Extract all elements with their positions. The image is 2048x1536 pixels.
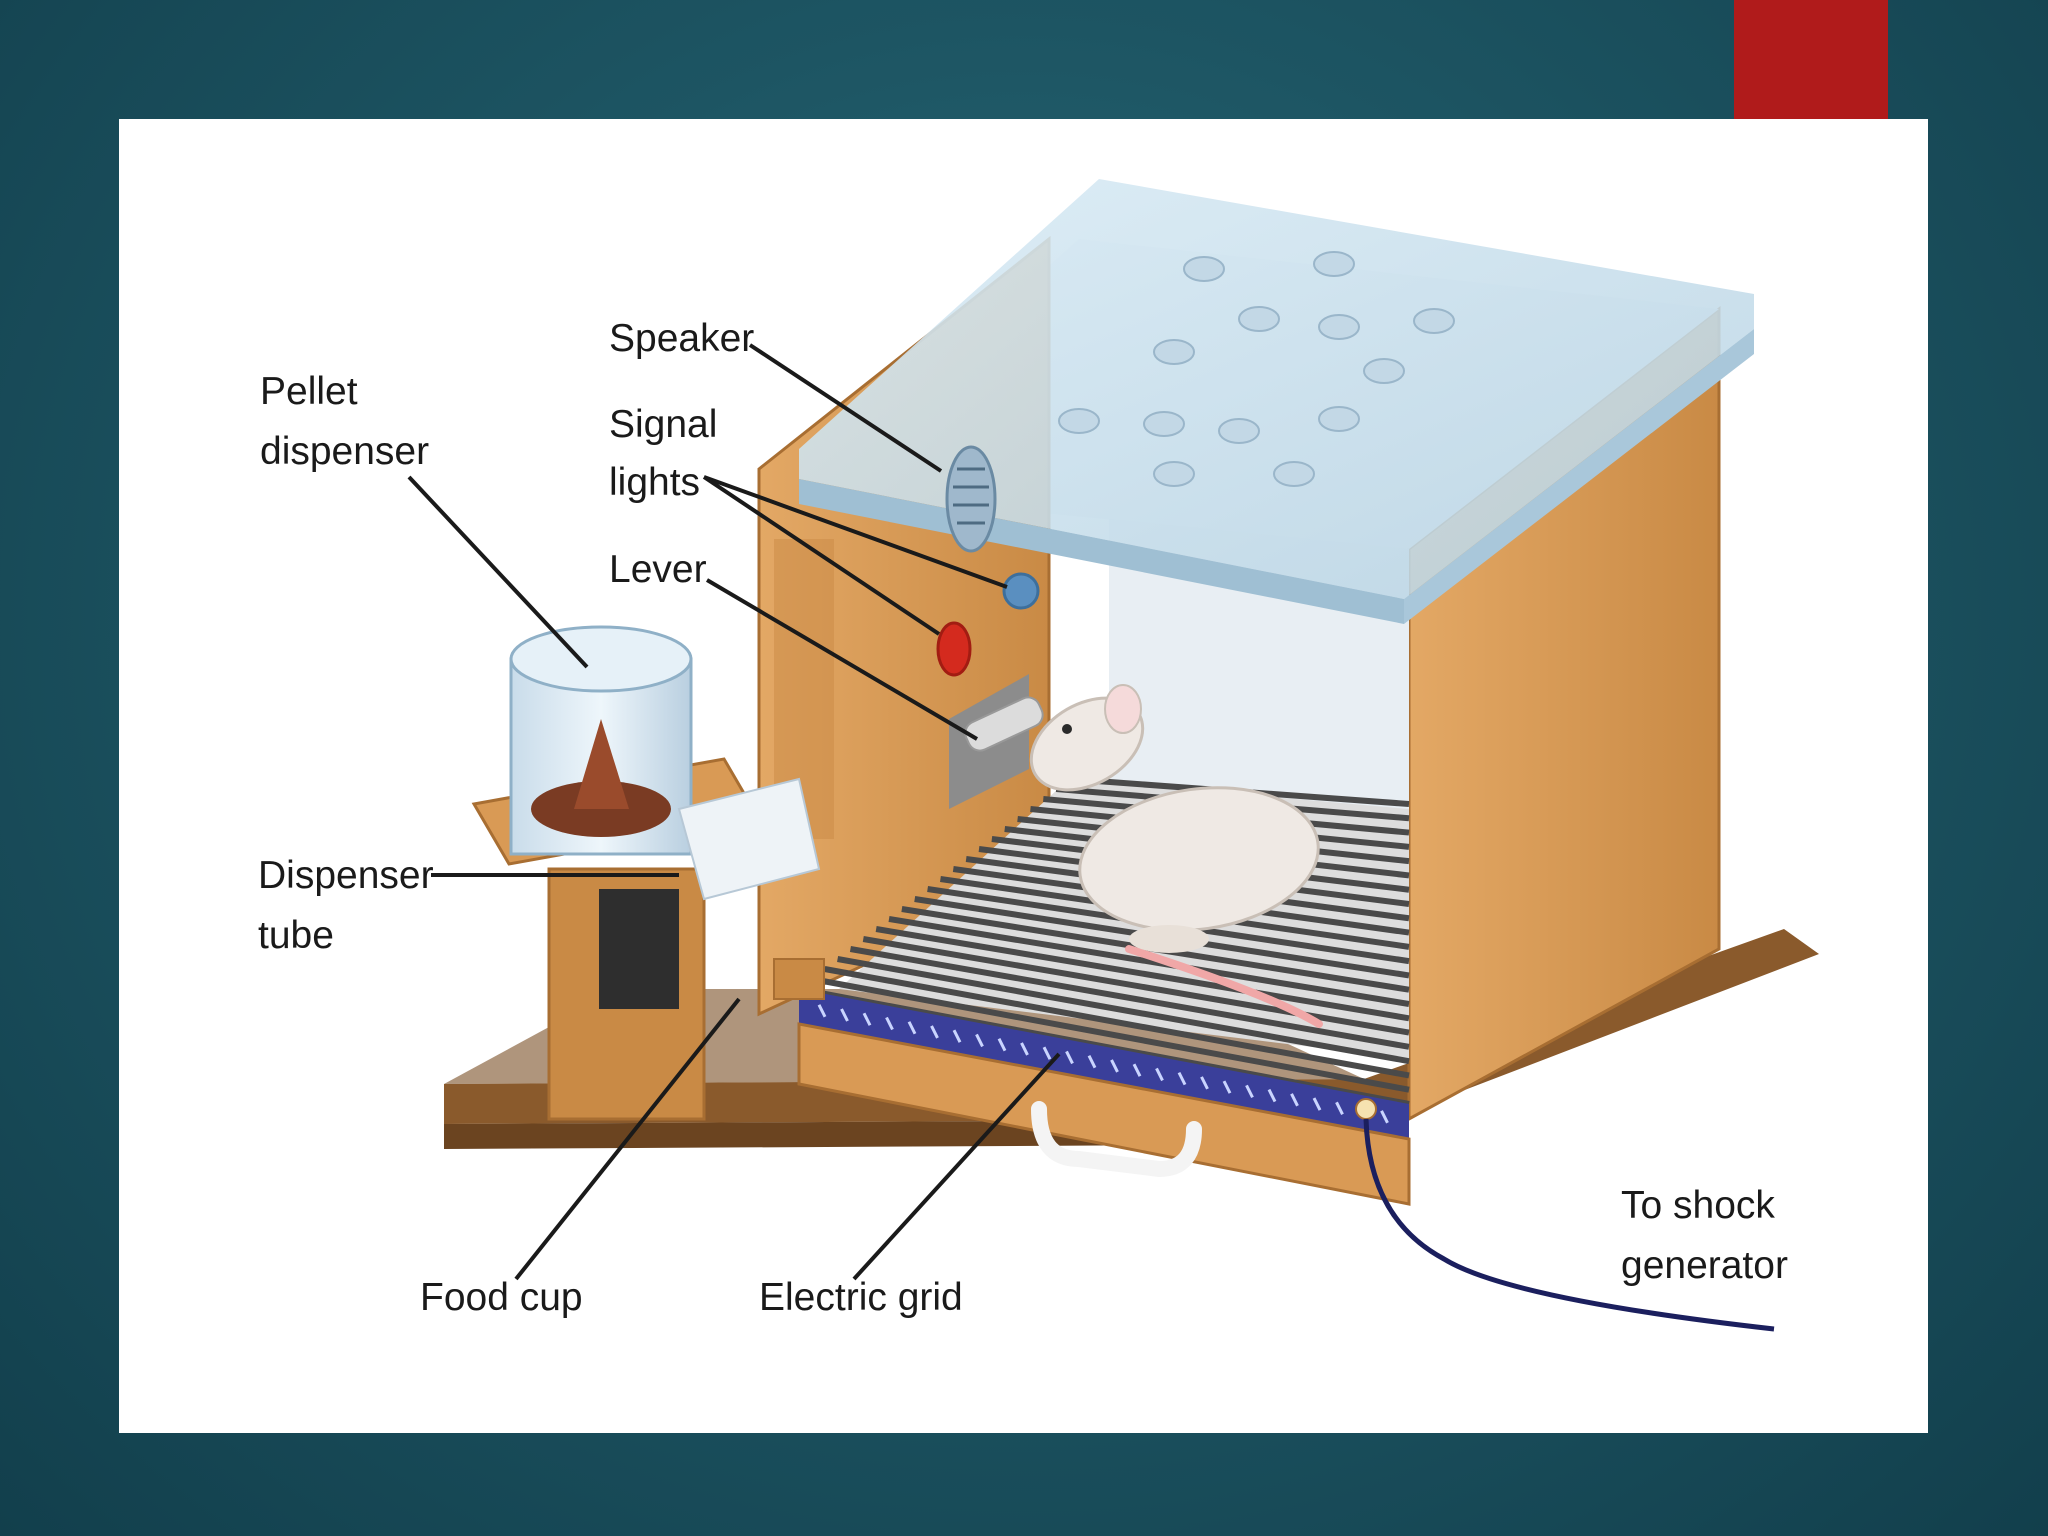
- lid-vent-hole: [1183, 256, 1225, 282]
- rail-tick: [885, 1016, 894, 1031]
- label-to-shock-generator-line1: To shock: [1621, 1184, 1775, 1227]
- rail-tick: [952, 1029, 962, 1043]
- rail-tick: [1177, 1071, 1187, 1086]
- rail-tick: [1222, 1080, 1232, 1094]
- rail-tick: [1087, 1055, 1097, 1069]
- label-signal-lights-line2: lights: [609, 461, 700, 504]
- rail-tick: [1155, 1067, 1164, 1082]
- grid-bar: [875, 926, 1410, 1022]
- label-to-shock-generator-line2: generator: [1621, 1244, 1788, 1287]
- label-pellet-dispenser-line2: dispenser: [260, 430, 429, 473]
- diagram-canvas: Pellet dispenser Speaker Signal lights L…: [258, 179, 1819, 1332]
- leader-lines: [407, 343, 1061, 1281]
- signal-lights: [936, 572, 1040, 677]
- rail-tick: [930, 1025, 939, 1039]
- rail-tick: [1200, 1076, 1209, 1090]
- grid-bar: [837, 956, 1410, 1065]
- rail-tick: [1335, 1101, 1344, 1116]
- label-dispenser-tube-line1: Dispenser: [258, 854, 434, 897]
- rail-tick: [1020, 1042, 1029, 1056]
- lid-vent-hole: [1058, 408, 1100, 434]
- label-food-cup: Food cup: [420, 1276, 583, 1319]
- rail-tick: [1267, 1088, 1277, 1103]
- diagram-labels: Pellet dispenser Speaker Signal lights L…: [258, 317, 1788, 1319]
- lid-vent-hole: [1318, 406, 1360, 432]
- lid-vent-hole: [1218, 418, 1260, 444]
- lever: [949, 674, 1044, 809]
- lid-vent-hole: [1313, 251, 1355, 277]
- label-dispenser-tube-line2: tube: [258, 914, 334, 957]
- accent-tab: [1734, 0, 1888, 119]
- rail-tick: [907, 1021, 917, 1035]
- rail-tick: [1065, 1050, 1074, 1065]
- rat: [1029, 684, 1323, 1028]
- glass-lid: [799, 179, 1754, 624]
- rail-tick: [1380, 1110, 1389, 1124]
- grid-bar: [849, 946, 1410, 1050]
- grid-bar: [888, 916, 1410, 1007]
- grid-bar: [862, 936, 1410, 1036]
- pellet-dispenser: [471, 625, 825, 1121]
- rail-tick: [1290, 1093, 1299, 1107]
- grid-bar: [824, 966, 1410, 1079]
- rail-tick: [997, 1038, 1007, 1052]
- shock-wire: [1355, 1098, 1775, 1332]
- rail-tick: [840, 1008, 849, 1022]
- lid-vent-hole: [1238, 306, 1280, 332]
- rail-tick: [975, 1033, 984, 1048]
- lid-vent-hole: [1153, 339, 1195, 365]
- skinner-box-diagram: Pellet dispenser Speaker Signal lights L…: [119, 119, 1928, 1433]
- lid-vent-hole: [1153, 461, 1195, 487]
- label-speaker: Speaker: [609, 317, 754, 360]
- grid-bar: [811, 976, 1410, 1093]
- lid-vent-hole: [1413, 308, 1455, 334]
- speaker: [945, 445, 997, 553]
- lid-vent-hole: [1363, 358, 1405, 384]
- rail-tick: [1110, 1059, 1119, 1073]
- rail-tick: [1312, 1097, 1322, 1111]
- grid-rail: [799, 989, 1409, 1139]
- rail-tick: [1042, 1046, 1052, 1060]
- label-pellet-dispenser-line1: Pellet: [260, 370, 358, 413]
- label-lever: Lever: [609, 548, 707, 591]
- rail-tick: [1245, 1084, 1254, 1099]
- rail-tick: [817, 1004, 827, 1018]
- label-electric-grid: Electric grid: [759, 1276, 963, 1319]
- label-signal-lights-line1: Signal: [609, 403, 717, 446]
- lid-vent-hole: [1318, 314, 1360, 340]
- rail-tick: [1132, 1063, 1142, 1077]
- lid-vent-hole: [1143, 411, 1185, 437]
- lid-vent-hole: [1273, 461, 1315, 487]
- drawer: [797, 1022, 1411, 1206]
- rail-tick: [862, 1012, 872, 1026]
